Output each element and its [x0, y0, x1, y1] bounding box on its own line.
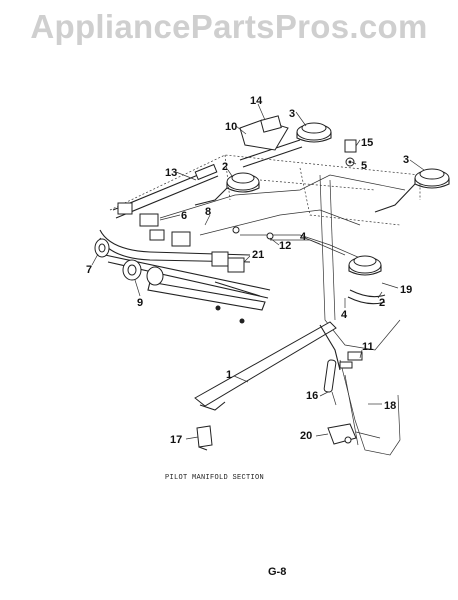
callout-19: 19	[400, 284, 412, 296]
callout-12: 12	[279, 240, 291, 252]
callout-20: 20	[300, 430, 312, 442]
mounting-bracket	[196, 425, 213, 451]
callout-2-right: 2	[379, 297, 385, 309]
burner-tube-rear	[239, 139, 386, 305]
callout-18: 18	[384, 400, 396, 412]
callout-8: 8	[205, 206, 211, 218]
callout-21: 21	[252, 249, 264, 261]
callout-11: 11	[362, 341, 374, 353]
pilot-manifold-rail	[194, 321, 341, 411]
burner-head-rear-right	[374, 168, 450, 213]
burner-head-rear-left	[296, 122, 332, 143]
leader-lines	[91, 103, 425, 440]
burner-head-front-left	[194, 172, 260, 206]
callout-5: 5	[361, 160, 367, 172]
callout-15: 15	[361, 137, 373, 149]
burner-valves	[117, 202, 274, 273]
callout-4-rear: 4	[300, 231, 307, 243]
control-knobs	[94, 238, 164, 286]
burner-head-front-right	[348, 255, 382, 276]
screws	[215, 305, 245, 324]
bracket-rear	[239, 115, 289, 151]
page-code: G-8	[268, 566, 287, 578]
watermark-logo: AppliancePartsPros.com	[30, 8, 428, 45]
callout-14: 14	[250, 95, 263, 107]
callout-7: 7	[86, 264, 92, 276]
callout-4-front: 4	[341, 309, 348, 321]
tube-bracket	[339, 351, 363, 369]
callout-17: 17	[170, 434, 182, 446]
callout-13: 13	[165, 167, 177, 179]
callout-labels: 14 3 10 15 5 3 13 2 6 8 12 4 21 7 9 2 19…	[86, 95, 412, 446]
callout-16: 16	[306, 390, 318, 402]
callout-2-left: 2	[222, 161, 228, 173]
pilot-valve	[327, 423, 381, 445]
range-frame	[109, 154, 421, 226]
callout-3-rear-left: 3	[289, 108, 295, 120]
callout-6: 6	[181, 210, 187, 222]
pilot-tubes	[159, 174, 406, 456]
callout-9: 9	[137, 297, 143, 309]
section-caption: PILOT MANIFOLD SECTION	[165, 474, 265, 482]
callout-1: 1	[226, 369, 232, 381]
pilot-bracket	[344, 139, 357, 167]
callout-3-rear-right: 3	[403, 154, 409, 166]
callout-10: 10	[225, 121, 237, 133]
sensing-bulb	[323, 359, 337, 406]
